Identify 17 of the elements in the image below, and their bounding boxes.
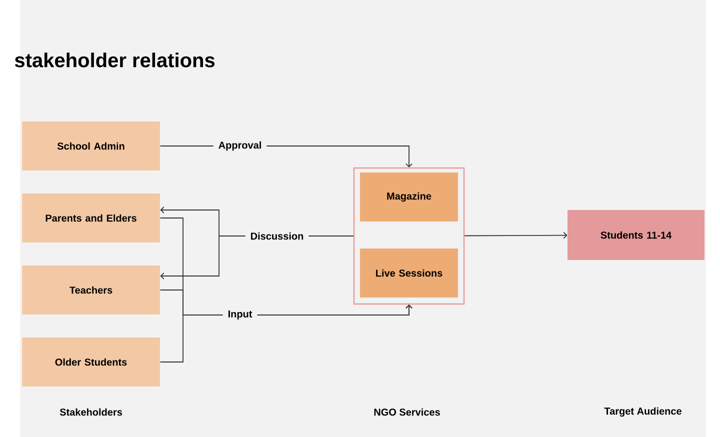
stakeholder-box: Teachers [22, 266, 160, 314]
column-label: NGO Services [374, 408, 440, 416]
edge-label: Approval [213, 139, 267, 153]
column-label: Stakeholders [60, 408, 122, 416]
edge-label: Discussion [245, 230, 309, 242]
arrow [160, 304, 412, 362]
column-label: Target Audience [604, 407, 682, 417]
stakeholder-box: Parents and Elders [22, 194, 160, 242]
audience-box: Students 11-14 [568, 210, 704, 260]
service-box: Live Sessions [360, 248, 458, 298]
title: stakeholder relations [14, 52, 215, 68]
service-box: Magazine [360, 172, 458, 222]
arrow [464, 232, 568, 239]
stakeholder-box: School Admin [22, 122, 160, 170]
group-frame [353, 167, 465, 305]
stakeholder-box: Older Students [22, 338, 160, 386]
edge-label: Input [222, 308, 258, 322]
